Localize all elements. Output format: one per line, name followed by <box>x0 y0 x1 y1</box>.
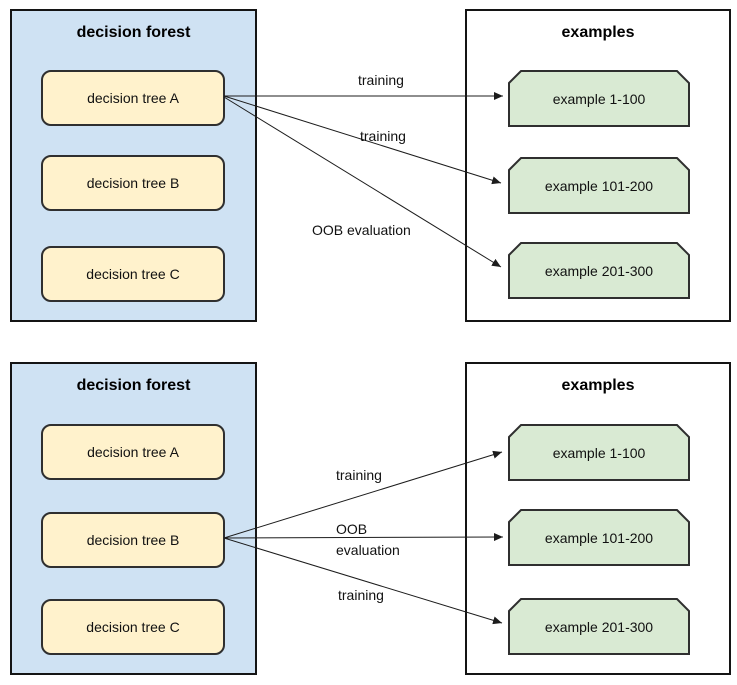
arrow-label-training: training <box>358 72 404 88</box>
example-label: example 101-200 <box>544 529 654 546</box>
arrow-label-oob-evaluation: OOB evaluation <box>336 521 400 558</box>
example-label: example 201-300 <box>544 618 654 635</box>
example-node-1: example 1-100 <box>508 424 690 481</box>
example-node-3: example 201-300 <box>508 598 690 655</box>
beveled-card-shape <box>508 598 690 655</box>
forest-container-bottom: decision forest decision tree A decision… <box>10 362 257 675</box>
beveled-card-shape <box>508 424 690 481</box>
forest-container-top: decision forest decision tree A decision… <box>10 9 257 322</box>
example-label: example 201-300 <box>544 262 654 279</box>
example-node-2: example 101-200 <box>508 157 690 214</box>
tree-node-b: decision tree B <box>41 512 225 568</box>
oob-evaluation-arrow <box>223 96 502 268</box>
arrow-label-training: training <box>338 587 384 603</box>
beveled-card-shape <box>508 242 690 299</box>
examples-title: examples <box>561 24 635 41</box>
tree-node-c: decision tree C <box>41 599 225 655</box>
example-label: example 101-200 <box>544 177 654 194</box>
beveled-card-shape <box>508 157 690 214</box>
beveled-card-shape <box>508 70 690 127</box>
tree-node-a: decision tree A <box>41 70 225 126</box>
tree-node-c: decision tree C <box>41 246 225 302</box>
arrow-label-oob-evaluation: OOB evaluation <box>312 222 411 238</box>
examples-container-top: examples example 1-100 example 101-200 e… <box>465 9 731 322</box>
example-node-3: example 201-300 <box>508 242 690 299</box>
example-label: example 1-100 <box>552 444 646 461</box>
forest-title: decision forest <box>76 377 191 394</box>
arrow-label-training: training <box>336 467 382 483</box>
example-node-2: example 101-200 <box>508 509 690 566</box>
beveled-card-shape <box>508 509 690 566</box>
forest-title: decision forest <box>76 24 191 41</box>
example-label: example 1-100 <box>552 90 646 107</box>
examples-container-bottom: examples example 1-100 example 101-200 e… <box>465 362 731 675</box>
tree-node-a: decision tree A <box>41 424 225 480</box>
arrow-label-training: training <box>360 128 406 144</box>
tree-node-b: decision tree B <box>41 155 225 211</box>
example-node-1: example 1-100 <box>508 70 690 127</box>
examples-title: examples <box>561 377 635 394</box>
